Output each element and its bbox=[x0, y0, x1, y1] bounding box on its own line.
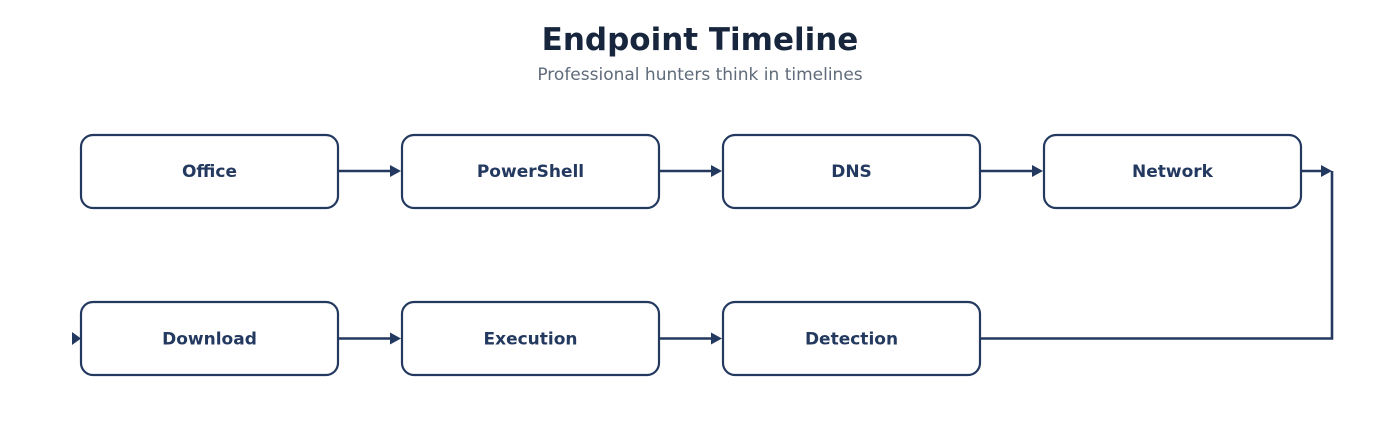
node-dns: DNS bbox=[721, 133, 982, 210]
node-execution: Execution bbox=[400, 300, 661, 377]
node-dns-label: DNS bbox=[831, 162, 872, 182]
edge-network-download-arrowhead-top bbox=[1321, 165, 1332, 177]
edge-powershell-dns-arrowhead bbox=[711, 165, 722, 177]
node-office: Office bbox=[79, 133, 340, 210]
edge-office-powershell-arrowhead bbox=[390, 165, 401, 177]
node-execution-label: Execution bbox=[483, 330, 577, 350]
node-detection-label: Detection bbox=[805, 330, 898, 350]
node-network: Network bbox=[1042, 133, 1303, 210]
node-office-label: Office bbox=[182, 162, 237, 182]
edge-network-download-arrowhead-left bbox=[72, 332, 81, 345]
diagram-title: Endpoint Timeline bbox=[541, 22, 859, 58]
node-download-label: Download bbox=[162, 330, 257, 350]
edge-execution-detection-arrowhead bbox=[711, 332, 722, 345]
diagram-subtitle: Professional hunters think in timelines bbox=[537, 65, 863, 85]
edges-layer bbox=[72, 165, 1334, 345]
node-detection: Detection bbox=[721, 300, 982, 377]
node-download: Download bbox=[79, 300, 340, 377]
edge-download-execution-arrowhead bbox=[390, 332, 401, 345]
edge-dns-network-arrowhead bbox=[1032, 165, 1043, 177]
edge-network-download-return bbox=[980, 171, 1334, 340]
node-network-label: Network bbox=[1132, 162, 1214, 182]
node-powershell: PowerShell bbox=[400, 133, 661, 210]
node-powershell-label: PowerShell bbox=[477, 162, 584, 182]
